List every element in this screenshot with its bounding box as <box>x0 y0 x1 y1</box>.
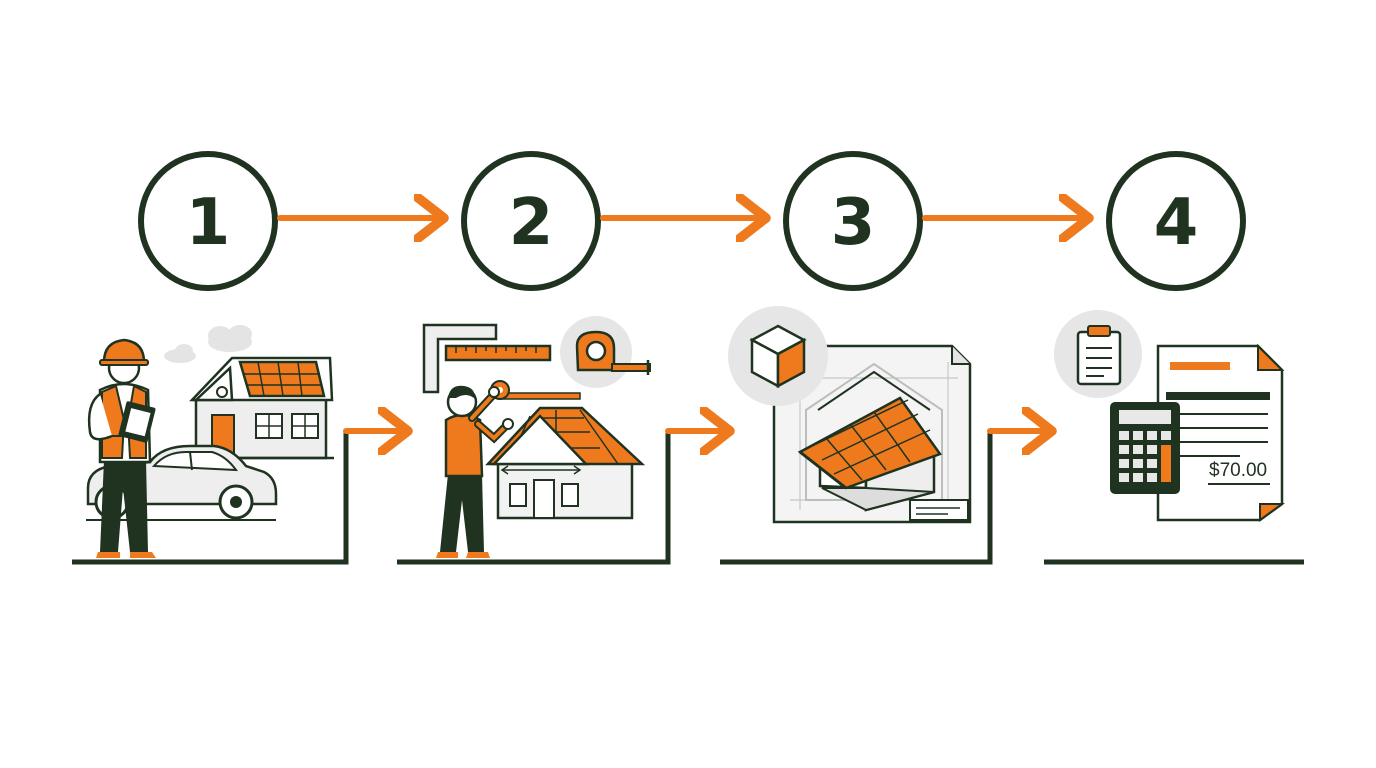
step-3-illustration <box>728 306 972 524</box>
cube-icon <box>728 306 828 406</box>
l-square-icon <box>422 323 498 394</box>
step-4-illustration: $70.00 <box>1054 310 1286 522</box>
step-3-baseline <box>720 430 993 565</box>
step-4-circle: 4 <box>1106 151 1246 291</box>
inspector-figure <box>87 338 156 558</box>
step-1-baseline <box>72 430 349 565</box>
step-1-illustration <box>86 325 334 558</box>
invoice-amount: $70.00 <box>1209 460 1267 481</box>
measured-house-icon <box>485 380 646 520</box>
calculator-icon <box>1110 402 1180 494</box>
cloud-icon <box>164 325 252 363</box>
worker-figure <box>436 385 514 558</box>
step-3-number: 3 <box>831 186 876 260</box>
ruler-icon <box>444 344 552 362</box>
step-3-circle: 3 <box>783 151 923 291</box>
3d-house-model <box>797 396 942 512</box>
step-1-number: 1 <box>186 186 231 260</box>
step-4-number: 4 <box>1154 186 1199 260</box>
step-2-number: 2 <box>509 186 554 260</box>
step-1-circle: 1 <box>138 151 278 291</box>
house-icon <box>189 356 334 460</box>
invoice-icon: $70.00 <box>1156 343 1286 522</box>
tape-measure-icon <box>560 316 651 388</box>
step-2-circle: 2 <box>461 151 601 291</box>
clipboard-icon <box>1054 310 1142 398</box>
step-2-baseline <box>397 430 671 565</box>
step-2-illustration <box>422 316 651 558</box>
